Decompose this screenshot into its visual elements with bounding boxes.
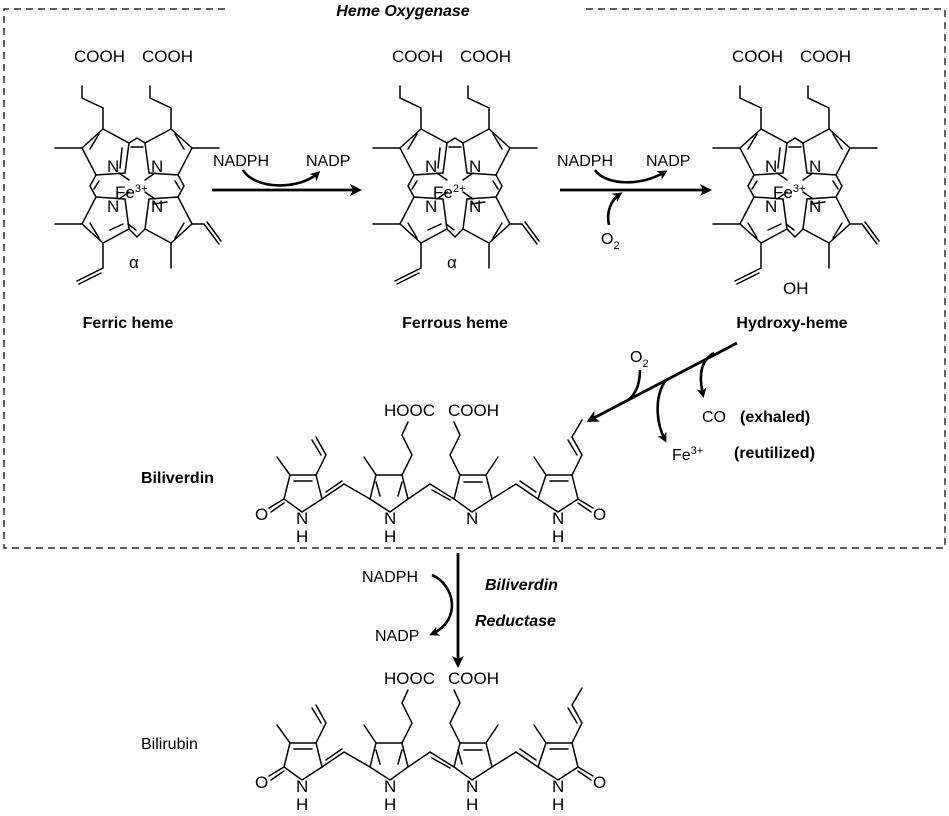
nitrogen-label: N [425, 197, 437, 216]
reaction-arrow-step1 [212, 169, 362, 196]
nitrogen-label: N [552, 777, 564, 796]
nitrogen-label: N [384, 509, 396, 528]
biliverdin-reductase-label-line2: Reductase [475, 613, 556, 630]
ferric-heme-structure: COOH COOH N N N N Fe3+ α [54, 47, 222, 285]
cooh-label: COOH [448, 401, 499, 420]
oxygen-label: O [255, 505, 268, 524]
reaction-arrow-step3 [586, 341, 738, 443]
nitrogen-label: N [765, 157, 777, 176]
nadph-label: NADPH [557, 153, 613, 170]
nitrogen-label: N [466, 777, 478, 796]
nitrogen-label: N [107, 157, 119, 176]
nadp-label: NADP [646, 153, 690, 170]
nadp-label: NADP [306, 153, 350, 170]
nitrogen-label: N [809, 157, 821, 176]
reutilized-note: (reutilized) [734, 445, 815, 462]
oxygen-label: O2 [601, 231, 620, 252]
nadph-label: NADPH [213, 153, 269, 170]
hydroxyl-label: OH [783, 279, 809, 298]
oxygen-label: O [593, 505, 606, 524]
reaction-arrow-step2 [560, 169, 712, 226]
bilirubin-structure: O N H N H N H N H O HOOC COOH [255, 669, 606, 814]
ferric-heme-name: Ferric heme [83, 315, 174, 332]
nadp-label: NADP [375, 628, 419, 645]
hydrogen-label: H [552, 527, 564, 546]
nitrogen-label: N [151, 157, 163, 176]
nitrogen-label: N [469, 197, 481, 216]
oxygen-label: O2 [630, 349, 649, 370]
biliverdin-structure: O N H N H N N H O HOOC COOH [255, 401, 606, 546]
metal-label: Fe3+ [773, 183, 805, 202]
bilirubin-name: Bilirubin [141, 736, 198, 753]
hooc-label: HOOC [384, 669, 435, 688]
cooh-label: COOH [392, 47, 443, 66]
hydrogen-label: H [296, 795, 308, 814]
oxygen-label: O [593, 773, 606, 792]
cooh-label: COOH [732, 47, 783, 66]
metal-label: Fe3+ [115, 183, 147, 202]
oxygen-label: O [255, 773, 268, 792]
nitrogen-label: N [552, 509, 564, 528]
nitrogen-label: N [809, 197, 821, 216]
heme-oxygenase-label: Heme Oxygenase [336, 3, 470, 20]
nitrogen-label: N [296, 509, 308, 528]
cooh-label: COOH [142, 47, 193, 66]
cooh-label: COOH [460, 47, 511, 66]
alpha-meso-label: α [447, 253, 457, 272]
biliverdin-reductase-label-line1: Biliverdin [485, 577, 558, 594]
nitrogen-label: N [107, 197, 119, 216]
alpha-meso-label: α [129, 253, 139, 272]
exhaled-note: (exhaled) [740, 409, 810, 426]
ferric-iron-label: Fe3+ [672, 445, 703, 464]
reaction-arrow-step4 [429, 553, 464, 668]
heme-oxygenase-box [3, 8, 946, 549]
nitrogen-label: N [425, 157, 437, 176]
hydrogen-label: H [384, 795, 396, 814]
nitrogen-label: N [466, 509, 478, 528]
hydrogen-label: H [552, 795, 564, 814]
carbon-monoxide-label: CO [702, 409, 726, 426]
nitrogen-label: N [296, 777, 308, 796]
hydroxy-heme-name: Hydroxy-heme [736, 315, 847, 332]
nitrogen-label: N [384, 777, 396, 796]
hydrogen-label: H [466, 795, 478, 814]
hydrogen-label: H [296, 527, 308, 546]
nadph-label: NADPH [362, 569, 418, 586]
nitrogen-label: N [469, 157, 481, 176]
ferrous-heme-structure: COOH COOH N N N N Fe2+ α [372, 47, 540, 285]
hooc-label: HOOC [384, 401, 435, 420]
hydroxy-heme-structure: COOH COOH N N N N Fe3+ OH [712, 47, 880, 298]
ferrous-heme-name: Ferrous heme [402, 315, 508, 332]
cooh-label: COOH [448, 669, 499, 688]
biliverdin-name: Biliverdin [141, 470, 214, 487]
nitrogen-label: N [151, 197, 163, 216]
cooh-label: COOH [800, 47, 851, 66]
hydrogen-label: H [384, 527, 396, 546]
metal-label: Fe2+ [433, 183, 465, 202]
cooh-label: COOH [74, 47, 125, 66]
nitrogen-label: N [765, 197, 777, 216]
